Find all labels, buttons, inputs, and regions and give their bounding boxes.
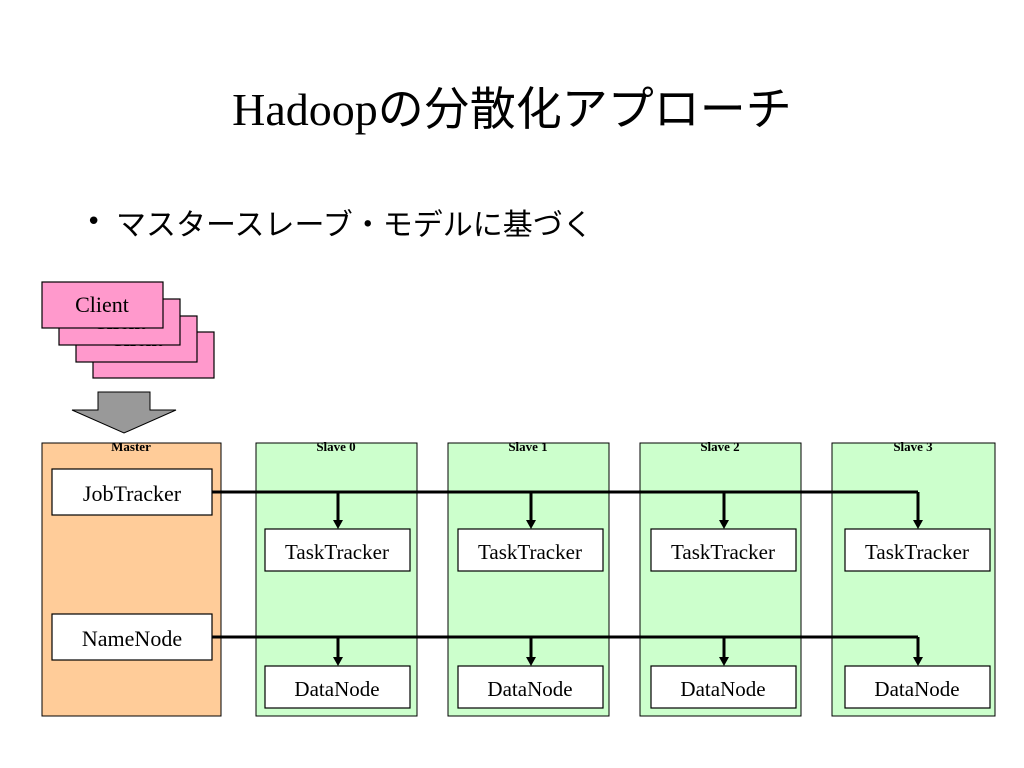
client-box-0: Client — [41, 281, 164, 329]
slave-label-1: Slave 1 — [508, 439, 547, 454]
client-label-0: Client — [75, 292, 129, 317]
slave-label-3: Slave 3 — [893, 439, 933, 454]
arrowhead-icon — [913, 520, 923, 529]
jobtracker-arrowheads — [333, 520, 923, 529]
arrowhead-icon — [333, 657, 343, 666]
tasktracker-label-0: TaskTracker — [285, 540, 389, 564]
bullet-item: • マスタースレーブ・モデルに基づく — [86, 200, 593, 244]
namenode-arrowheads — [333, 657, 923, 666]
tasktracker-label-1: TaskTracker — [478, 540, 582, 564]
tasktracker-box-3: TaskTracker — [844, 528, 991, 572]
tasktracker-box-0: TaskTracker — [264, 528, 411, 572]
slave-node-3: Slave 3 TaskTracker DataNode — [831, 439, 996, 717]
datanode-label-0: DataNode — [294, 677, 379, 701]
master-label: Master — [111, 439, 151, 454]
client-stack: Client Client Client Client — [41, 281, 215, 379]
jobtracker-box: JobTracker — [51, 468, 213, 516]
slave-node-0: Slave 0 TaskTracker DataNode — [255, 439, 418, 717]
tasktracker-box-1: TaskTracker — [457, 528, 604, 572]
slave-node-2: Slave 2 TaskTracker DataNode — [639, 439, 802, 717]
jobtracker-connectors — [212, 490, 920, 522]
jobtracker-label: JobTracker — [83, 481, 182, 506]
datanode-box-3: DataNode — [844, 665, 991, 709]
down-arrow-icon — [71, 391, 177, 434]
slide-title: Hadoopの分散化アプローチ — [232, 84, 792, 135]
arrowhead-icon — [913, 657, 923, 666]
master-node: Master JobTracker NameNode — [41, 439, 222, 717]
datanode-label-1: DataNode — [487, 677, 572, 701]
arrowhead-icon — [719, 657, 729, 666]
bullet-dot-icon: • — [86, 207, 102, 237]
tasktracker-box-2: TaskTracker — [650, 528, 797, 572]
datanode-box-0: DataNode — [264, 665, 411, 709]
namenode-label: NameNode — [82, 626, 182, 651]
tasktracker-label-2: TaskTracker — [671, 540, 775, 564]
arrowhead-icon — [333, 520, 343, 529]
namenode-box: NameNode — [51, 613, 213, 661]
slave-node-1: Slave 1 TaskTracker DataNode — [447, 439, 610, 717]
datanode-label-3: DataNode — [874, 677, 959, 701]
slave-label-0: Slave 0 — [316, 439, 355, 454]
arrowhead-icon — [526, 657, 536, 666]
bullet-text: マスタースレーブ・モデルに基づく — [116, 208, 593, 243]
arrowhead-icon — [526, 520, 536, 529]
tasktracker-label-3: TaskTracker — [865, 540, 969, 564]
namenode-connectors — [212, 635, 920, 659]
datanode-box-2: DataNode — [650, 665, 797, 709]
arrowhead-icon — [719, 520, 729, 529]
slave-label-2: Slave 2 — [700, 439, 739, 454]
datanode-label-2: DataNode — [680, 677, 765, 701]
datanode-box-1: DataNode — [457, 665, 604, 709]
